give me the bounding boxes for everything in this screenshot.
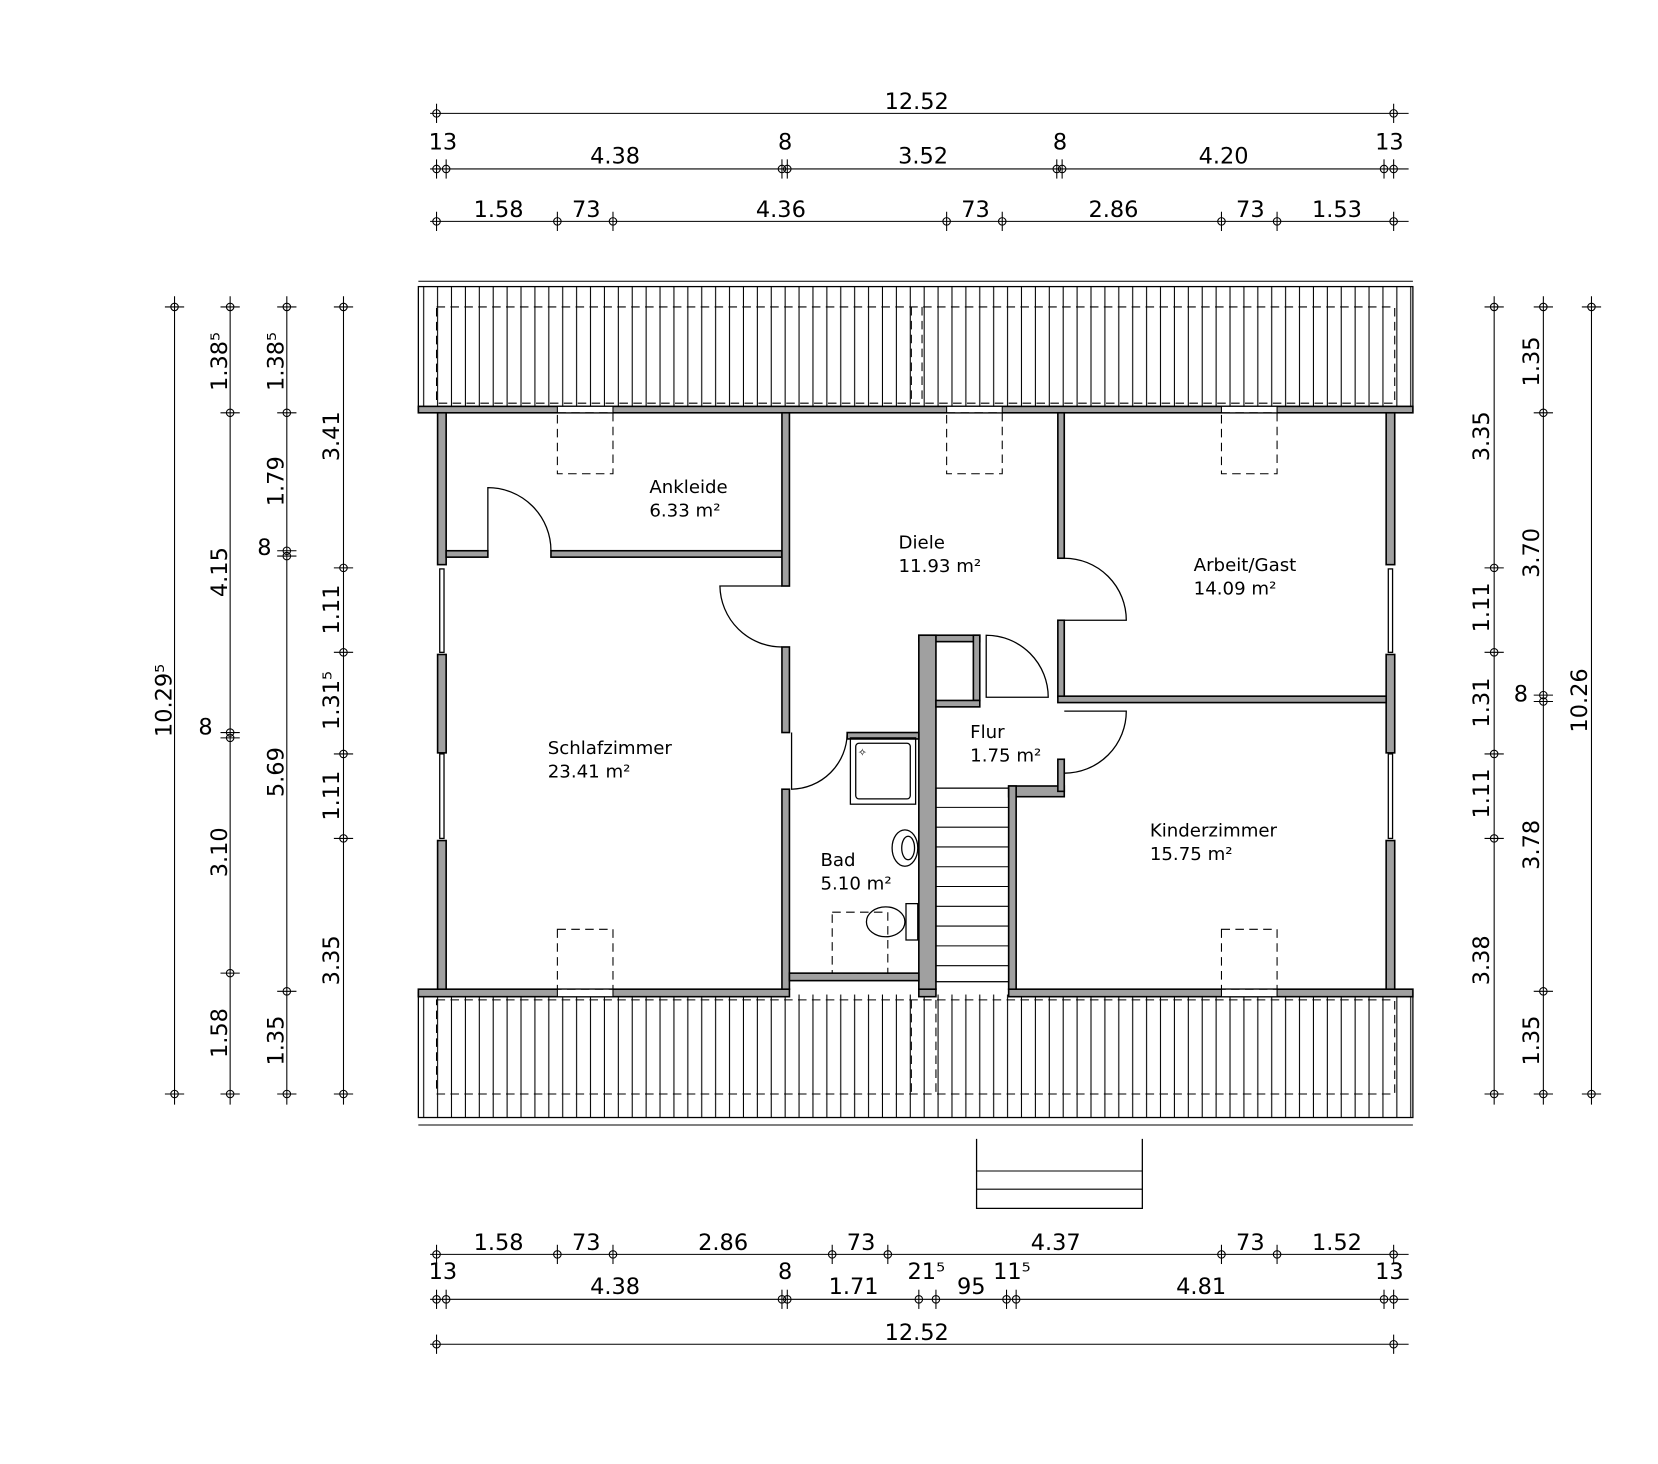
dimension-label: 8	[1053, 130, 1067, 156]
dimension-label: 1.38⁵	[264, 332, 290, 391]
dimension-label: 12.52	[885, 89, 949, 115]
dimension-label: 1.58	[474, 1230, 524, 1256]
walls	[417, 405, 1414, 998]
room-area-arbeit-gast: 14.09 m²	[1194, 579, 1277, 600]
dimension-label: 1.58	[207, 1008, 233, 1058]
dimension-label: 1.79	[264, 456, 290, 506]
room-area-kinderzimmer: 15.75 m²	[1150, 844, 1233, 865]
dimension-label: 73	[1236, 197, 1265, 223]
room-labels: Ankleide 6.33 m² Diele 11.93 m² Arbeit/G…	[548, 477, 1297, 895]
room-name-schlafzimmer: Schlafzimmer	[548, 738, 673, 759]
skylights	[556, 412, 1278, 990]
dimension-label: 11⁵	[993, 1259, 1031, 1285]
dimension-label: 1.71	[829, 1274, 879, 1300]
dimension-label: 95	[957, 1274, 986, 1300]
room-area-ankleide: 6.33 m²	[649, 501, 720, 522]
dimension-label: 4.37	[1031, 1230, 1081, 1256]
dimension-label: 1.35	[1519, 1016, 1545, 1066]
dimension-label: 1.11	[1469, 769, 1495, 819]
dimension-label: 1.38⁵	[207, 332, 233, 391]
dimension-label: 4.20	[1199, 144, 1249, 170]
room-name-bad: Bad	[820, 850, 855, 871]
dimension-label: 73	[847, 1230, 876, 1256]
room-area-schlafzimmer: 23.41 m²	[548, 761, 631, 782]
dimension-label: 1.11	[1469, 582, 1495, 632]
roof-top	[417, 280, 1414, 412]
dimension-label: 73	[961, 197, 990, 223]
dimension-label: 10.29⁵	[151, 664, 177, 737]
dimension-label: 1.31	[1469, 678, 1495, 728]
roof-bottom	[417, 991, 1414, 1126]
dimension-label: 13	[429, 1259, 458, 1285]
dimension-label: 4.15	[207, 547, 233, 597]
dimension-label: 1.58	[474, 197, 524, 223]
dimension-label: 10.26	[1567, 668, 1593, 732]
dimension-label: 21⁵	[908, 1259, 946, 1285]
room-name-arbeit-gast: Arbeit/Gast	[1194, 555, 1297, 576]
dimension-lines: 12.52 13 4.38 8 3.52 8 4.20 13 1.58 73 4.36 73 2.86 7…	[151, 89, 1602, 1354]
shower-drain-icon: ✧	[858, 746, 867, 759]
bath-fixtures: ✧	[849, 737, 919, 941]
dimension-label: 3.38	[1469, 935, 1495, 985]
staircase	[935, 787, 1010, 983]
dimension-label: 4.36	[756, 197, 806, 223]
dimension-label: 2.86	[1088, 197, 1138, 223]
dimension-label: 1.11	[319, 771, 345, 821]
dimension-label: 3.35	[1469, 411, 1495, 461]
dimension-label: 13	[1375, 130, 1404, 156]
dimension-label: 8	[198, 715, 212, 741]
dimension-label: 13	[1375, 1259, 1404, 1285]
room-name-flur: Flur	[970, 722, 1005, 743]
room-name-diele: Diele	[899, 533, 945, 554]
room-area-flur: 1.75 m²	[970, 745, 1041, 766]
dimension-label: 3.70	[1519, 528, 1545, 578]
dimension-label: 1.52	[1312, 1230, 1362, 1256]
dimension-label: 12.52	[885, 1320, 949, 1346]
dimension-label: 8	[1514, 682, 1528, 708]
dimension-label: 1.31⁵	[319, 671, 345, 730]
doors	[487, 487, 1127, 790]
dimension-label: 8	[778, 130, 792, 156]
dimension-label: 8	[257, 535, 271, 561]
dimension-label: 73	[572, 1230, 601, 1256]
room-area-diele: 11.93 m²	[899, 556, 982, 577]
dimension-label: 13	[429, 130, 458, 156]
room-name-ankleide: Ankleide	[649, 477, 727, 498]
dimension-label: 1.35	[264, 1016, 290, 1066]
dimension-label: 4.81	[1176, 1274, 1226, 1300]
dimension-label: 3.78	[1519, 820, 1545, 870]
entrance-steps	[975, 1138, 1143, 1210]
dimension-label: 3.10	[207, 827, 233, 877]
dimension-label: 4.38	[590, 144, 640, 170]
room-area-bad: 5.10 m²	[820, 874, 891, 895]
dimension-label: 3.52	[898, 144, 948, 170]
dimension-label: 4.38	[590, 1274, 640, 1300]
dimension-label: 73	[1236, 1230, 1265, 1256]
room-name-kinderzimmer: Kinderzimmer	[1150, 820, 1278, 841]
dimension-label: 5.69	[264, 747, 290, 797]
dimension-label: 8	[778, 1259, 792, 1285]
dimension-label: 2.86	[698, 1230, 748, 1256]
dimension-label: 3.35	[319, 935, 345, 985]
dimension-label: 3.41	[319, 411, 345, 461]
dimension-label: 1.53	[1312, 197, 1362, 223]
dimension-label: 1.11	[319, 585, 345, 635]
dimension-label: 73	[572, 197, 601, 223]
dimension-label: 1.35	[1519, 336, 1545, 386]
